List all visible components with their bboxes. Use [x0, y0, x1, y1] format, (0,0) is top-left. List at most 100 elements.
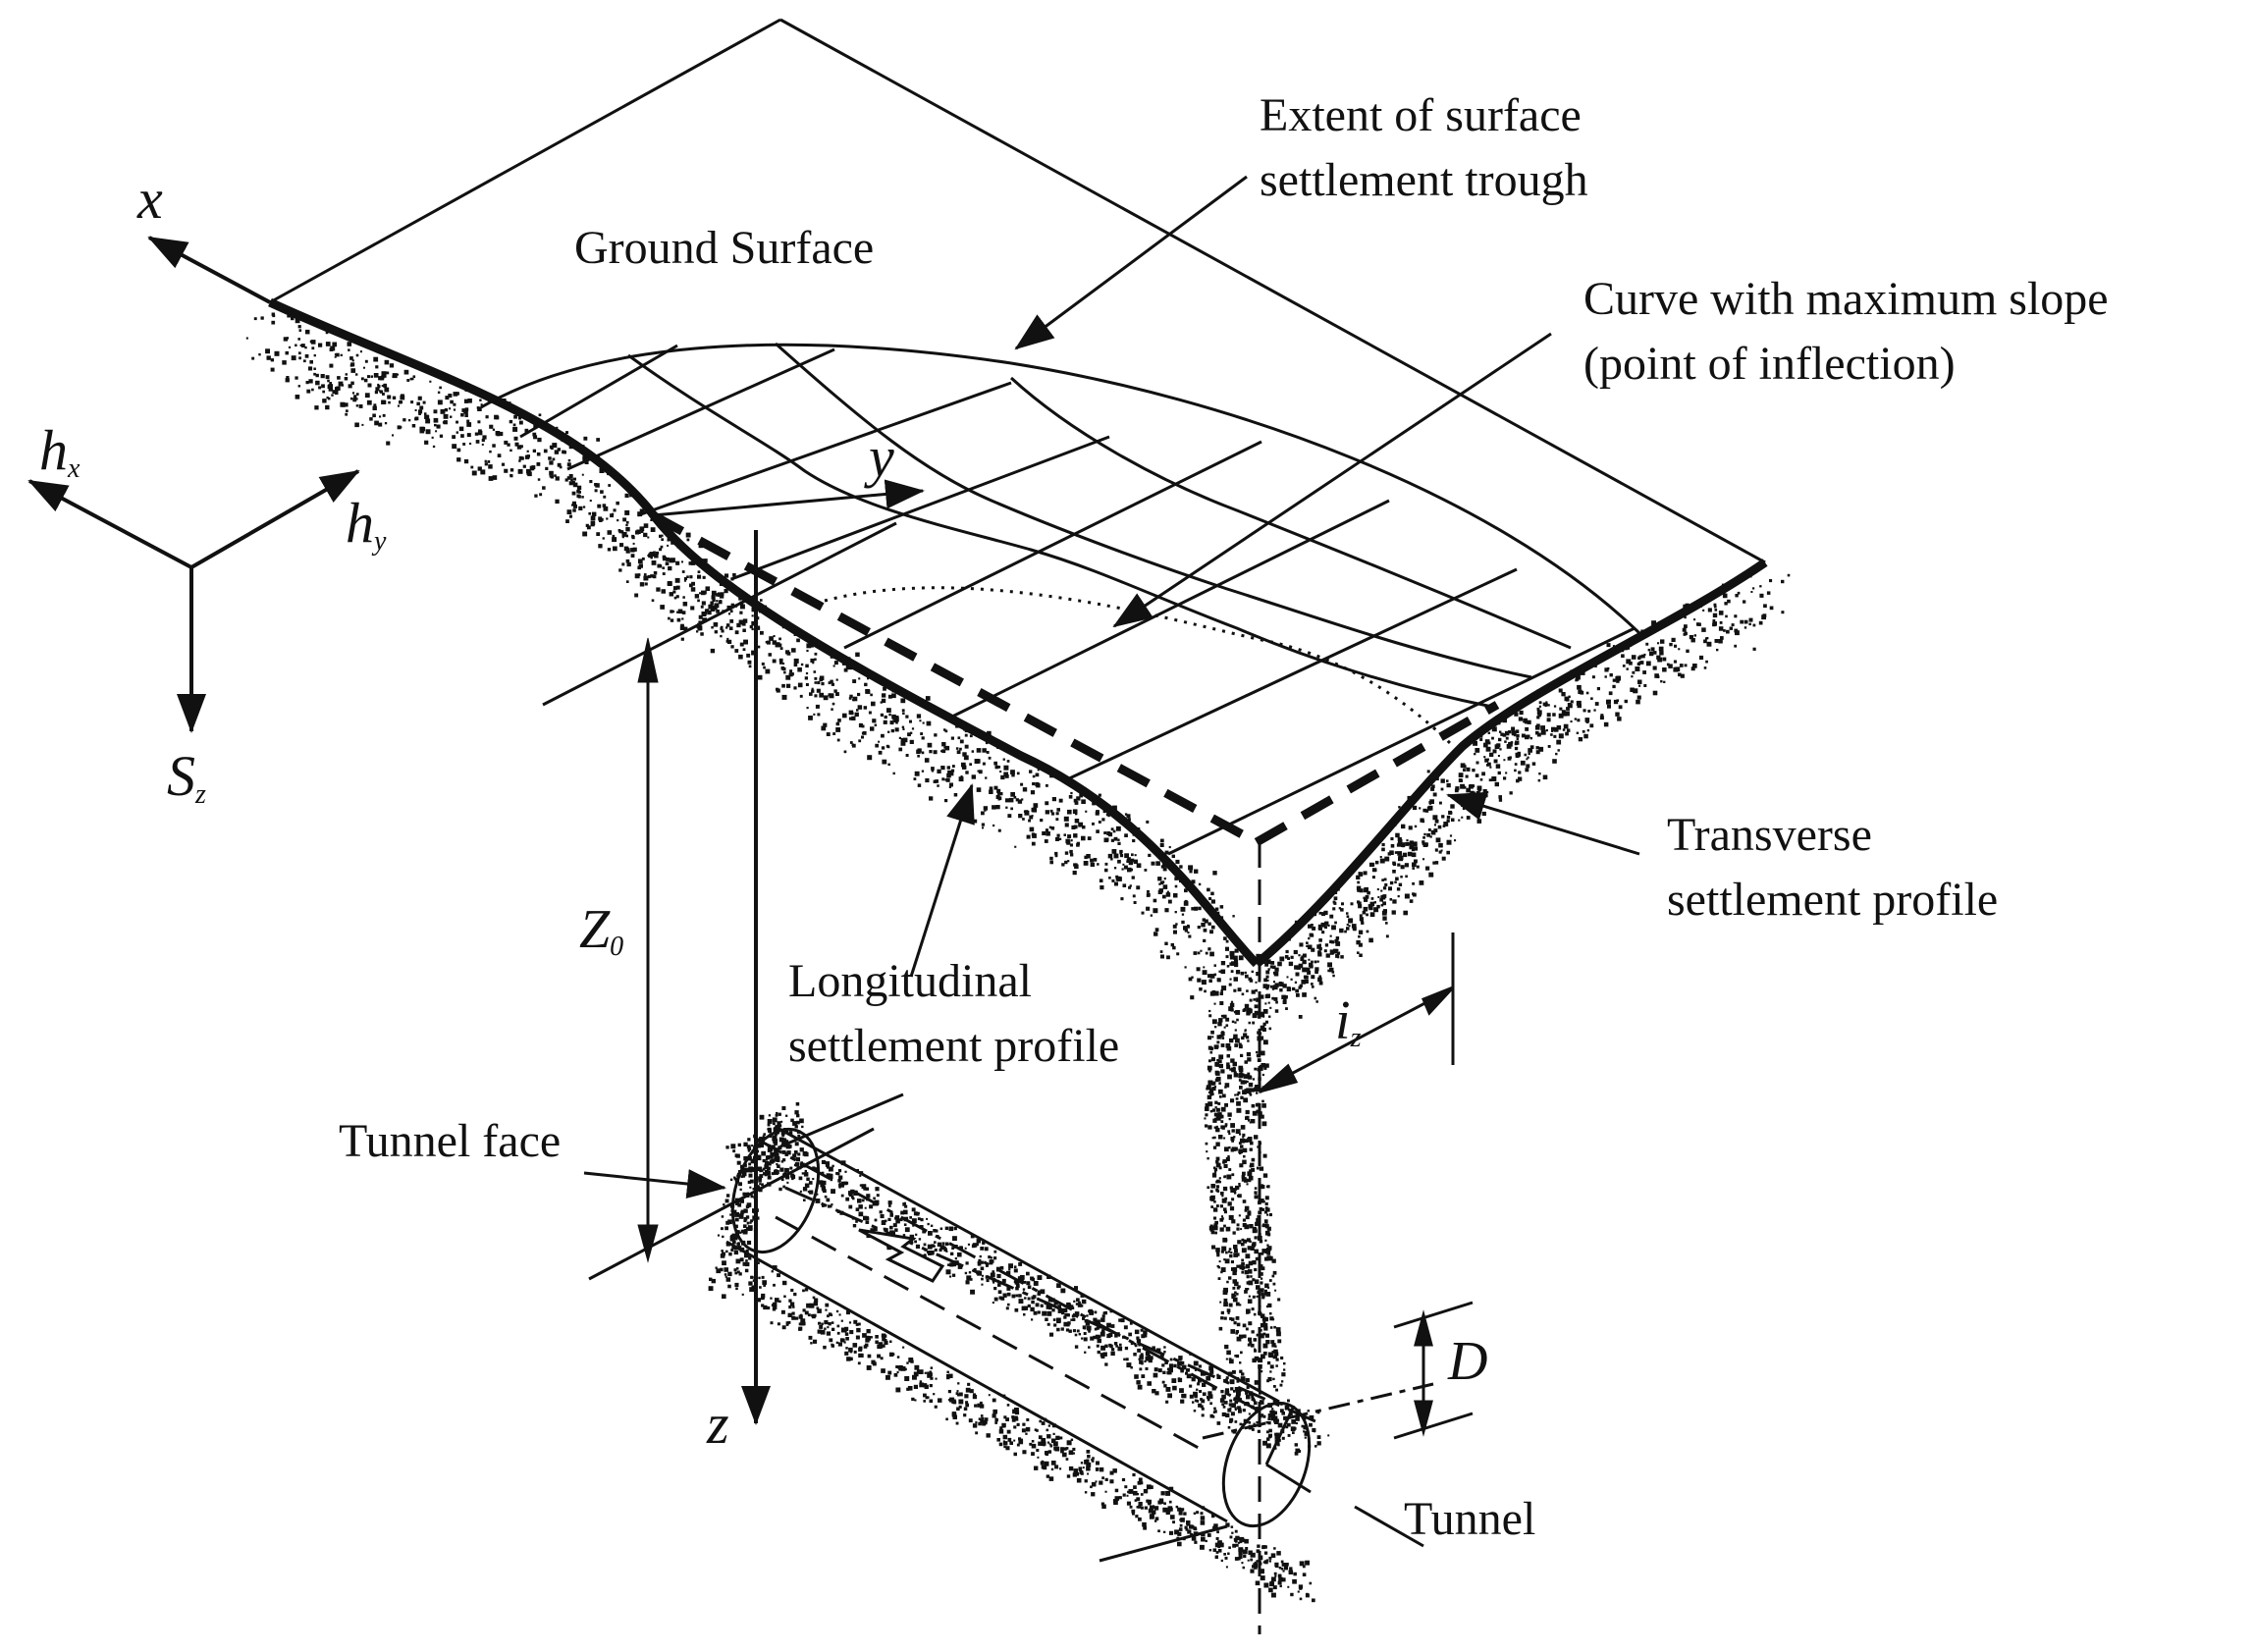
soil-dot: [545, 466, 549, 470]
soil-dot: [1311, 924, 1314, 927]
soil-dot: [843, 667, 848, 672]
soil-dot: [1551, 726, 1555, 731]
soil-dot: [1295, 988, 1299, 993]
soil-dot: [714, 603, 720, 609]
soil-dot: [625, 549, 630, 554]
soil-dot: [832, 732, 836, 735]
soil-dot: [1379, 856, 1382, 859]
soil-dot: [1164, 941, 1168, 945]
soil-dot: [298, 351, 301, 355]
soil-dot: [1545, 701, 1548, 704]
soil-dot: [1271, 1554, 1275, 1558]
soil-dot: [621, 562, 625, 566]
soil-dot: [910, 1359, 914, 1363]
soil-dot: [1508, 741, 1513, 747]
soil-dot: [1230, 1137, 1235, 1142]
soil-dot: [1243, 1549, 1248, 1555]
soil-dot: [623, 546, 629, 552]
soil-dot: [902, 1202, 906, 1206]
soil-dot: [992, 1270, 995, 1273]
soil-dot: [1308, 962, 1314, 968]
soil-dot: [1050, 812, 1055, 816]
soil-dot: [739, 1231, 742, 1234]
soil-dot: [768, 1129, 772, 1134]
soil-dot: [1234, 1557, 1239, 1561]
soil-dot: [1244, 1098, 1248, 1102]
soil-dot: [270, 358, 274, 362]
soil-dot: [1265, 959, 1271, 965]
soil-dot: [1253, 1422, 1256, 1425]
soil-dot: [1220, 989, 1223, 992]
soil-dot: [1243, 1239, 1248, 1244]
soil-dot: [1031, 832, 1036, 836]
soil-dot: [1287, 1585, 1290, 1588]
soil-dot: [1214, 1170, 1217, 1173]
soil-dot: [1335, 936, 1340, 940]
soil-dot: [964, 1247, 967, 1250]
soil-dot: [965, 1401, 969, 1405]
soil-dot: [1275, 1364, 1278, 1367]
iz-arrowhead-right: [1422, 986, 1455, 1016]
soil-dot: [782, 1280, 787, 1286]
soil-dot: [1339, 928, 1344, 933]
soil-dot: [732, 1149, 736, 1153]
soil-dot: [1188, 977, 1193, 982]
soil-dot: [1576, 731, 1580, 734]
soil-dot: [329, 382, 332, 385]
soil-dot: [1259, 1391, 1261, 1395]
soil-dot: [823, 722, 828, 727]
soil-dot: [1218, 1034, 1223, 1039]
soil-dot: [749, 1221, 752, 1224]
soil-dot: [1240, 1053, 1244, 1057]
soil-dot: [1038, 1290, 1042, 1294]
soil-dot: [675, 560, 680, 565]
soil-dot: [1213, 1223, 1217, 1227]
soil-dot: [516, 445, 522, 450]
soil-dot: [768, 653, 772, 657]
soil-dot: [779, 1167, 784, 1172]
soil-dot: [1242, 1409, 1246, 1412]
soil-dot: [1228, 1132, 1231, 1136]
soil-dot: [1366, 913, 1368, 917]
soil-dot: [1285, 1007, 1288, 1010]
soil-dot: [1294, 981, 1298, 984]
soil-dot: [806, 707, 809, 710]
soil-dot: [1273, 1385, 1276, 1388]
soil-dot: [673, 596, 677, 600]
soil-dot: [864, 1206, 867, 1209]
soil-dot: [1207, 887, 1210, 892]
soil-dot: [539, 493, 543, 497]
soil-dot: [951, 1273, 956, 1277]
soil-dot: [732, 1209, 737, 1214]
soil-dot: [1669, 642, 1673, 647]
soil-dot: [1419, 807, 1422, 810]
soil-dot: [1164, 908, 1169, 913]
soil-dot: [1280, 1568, 1284, 1571]
soil-dot: [1208, 1059, 1211, 1063]
soil-dot: [1257, 1429, 1261, 1433]
soil-dot: [1529, 736, 1532, 740]
soil-dot: [978, 1417, 982, 1420]
soil-dot: [869, 1204, 874, 1209]
soil-dot: [1282, 984, 1287, 988]
soil-dot: [711, 590, 717, 596]
soil-dot: [963, 1413, 967, 1417]
soil-dot: [456, 457, 461, 462]
soil-dot: [1090, 858, 1094, 863]
soil-dot: [1364, 886, 1368, 892]
soil-dot: [1261, 1323, 1264, 1327]
soil-dot: [1210, 1205, 1213, 1208]
soil-dot: [1224, 1083, 1230, 1088]
soil-dot: [1263, 1219, 1268, 1223]
soil-dot: [796, 1113, 800, 1118]
soil-dot: [1309, 1422, 1313, 1427]
soil-dot: [1632, 670, 1636, 674]
soil-dot: [1243, 1080, 1248, 1085]
soil-dot: [1262, 984, 1268, 988]
soil-dot: [745, 1215, 750, 1219]
soil-dot: [1200, 1544, 1205, 1550]
soil-dot: [689, 583, 693, 588]
soil-dot: [1000, 1297, 1005, 1301]
soil-dot: [1063, 1447, 1067, 1451]
soil-dot: [325, 375, 330, 380]
